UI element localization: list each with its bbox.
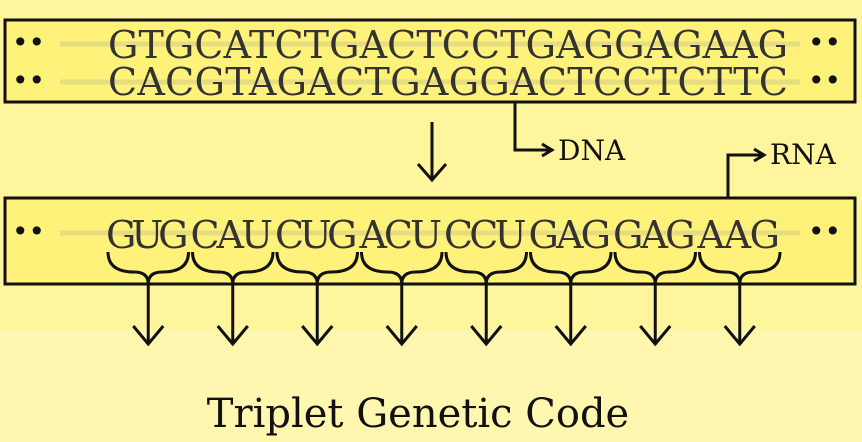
transcription-arrow-icon <box>416 122 448 183</box>
codon-7: GAG <box>613 213 696 257</box>
codon-brace-arrow-icon <box>360 251 444 347</box>
codon-brace-arrow-icon <box>529 251 613 347</box>
codon-brace-arrow-icon <box>613 251 697 347</box>
codon-3: CUG <box>275 213 358 257</box>
ellipsis-right-top: •• <box>808 26 841 59</box>
codon-6: GAG <box>529 213 612 257</box>
codon-4: ACU <box>359 213 443 257</box>
diagram-title: Triplet Genetic Code <box>207 391 629 437</box>
dna-box: GTGCATCTGACTCCTGAGGAGAAG CACGTAGACTGAGGA… <box>3 18 857 104</box>
codon-8: AAG <box>697 213 781 257</box>
dna-pointer-arrow <box>513 102 555 158</box>
ellipsis-right-rna: •• <box>808 215 841 248</box>
ellipsis-left-rna: •• <box>12 215 45 248</box>
rna-pointer-arrow <box>726 147 767 198</box>
dna-bottom-strand: CACGTAGACTGAGGACTCCTCTTC <box>108 60 788 104</box>
dna-label: DNA <box>558 134 626 167</box>
codon-5: CCU <box>444 213 527 257</box>
codon-2: CAU <box>191 213 274 257</box>
bottom-band <box>0 330 862 442</box>
codon-brace-arrow-icon <box>444 251 528 347</box>
ellipsis-right-bottom: •• <box>808 64 841 97</box>
dna-top-strand: GTGCATCTGACTCCTGAGGAGAAG <box>108 23 788 67</box>
codon-brace-arrow-icon <box>275 251 359 347</box>
codon-brace-arrow-icon <box>191 251 275 347</box>
codon-brace-arrow-icon <box>106 251 190 347</box>
codon-brace-arrow-icon <box>698 251 782 347</box>
ellipsis-left-top: •• <box>12 26 45 59</box>
ellipsis-left-bottom: •• <box>12 64 45 97</box>
codon-1: GUG <box>106 213 189 257</box>
rna-label: RNA <box>770 138 837 171</box>
